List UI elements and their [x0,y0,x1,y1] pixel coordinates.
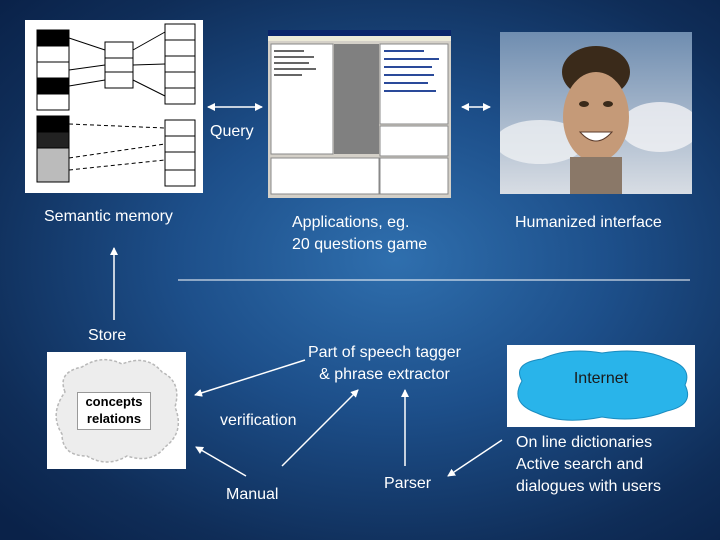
semantic-memory-label: Semantic memory [44,208,173,225]
pos-line-1: Part of speech tagger [308,344,461,361]
verification-label: verification [220,412,297,429]
parser-label: Parser [384,475,432,492]
semantic-memory-diagram [25,20,203,193]
pos-tagger-label: Part of speech tagger & phrase extractor [308,342,461,386]
concepts-relations-box: concepts relations [77,392,151,430]
applications-line-2: 20 questions game [292,236,428,253]
internet-label: Internet [573,370,629,387]
applications-label: Applications, eg. 20 questions game [292,212,427,256]
memory-structure-illustration [36,23,196,187]
internet-cloud-shape [517,350,689,421]
humanized-interface-label: Humanized interface [515,214,662,231]
applications-line-1: Applications, eg. [292,214,410,231]
manual-to-cloud-arrow [195,446,247,477]
application-screenshot [268,30,451,198]
online-line-1: On line dictionaries [516,434,653,451]
online-to-parser-arrow [447,439,503,477]
manual-to-tagger-arrow [281,389,359,467]
internet-panel: Internet [507,345,695,427]
application-window-illustration [268,30,451,195]
query-label: Query [210,123,254,140]
concepts-cloud-panel: concepts relations [47,352,186,469]
face-illustration [495,32,700,194]
pos-line-2: & phrase extractor [319,366,450,383]
relations-label: relations [86,411,142,426]
manual-label: Manual [226,486,279,503]
tagger-to-cloud-arrow [194,359,306,397]
humanized-interface-face [495,32,700,194]
store-label: Store [88,327,127,344]
online-resources-label: On line dictionaries Active search and d… [516,432,661,498]
online-line-2: Active search and [516,456,644,473]
online-line-3: dialogues with users [516,478,661,495]
concepts-label: concepts [85,394,143,409]
